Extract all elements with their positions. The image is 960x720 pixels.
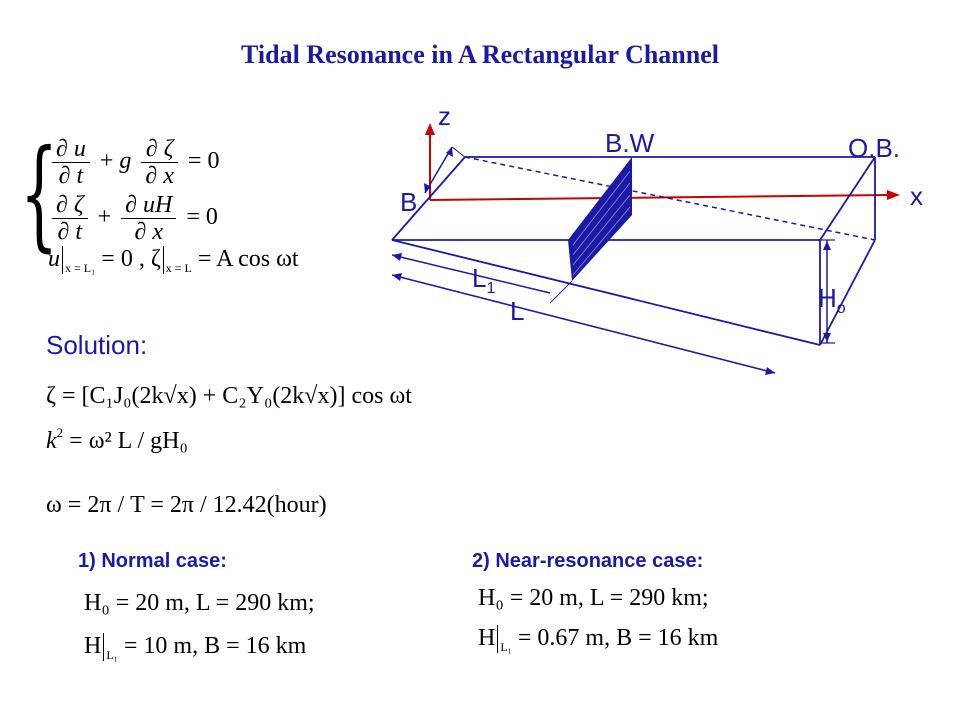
depth-arrowhead-bottom [823,333,831,342]
solution-label: Solution: [46,330,148,360]
open-boundary-label: O.B. [848,133,900,163]
page-title: Tidal Resonance in A Rectangular Channel [241,40,719,69]
width-dimension-arrowhead-start [424,183,431,193]
near-resonance-depth-length: H₀ = 20 m, L = 290 km; [478,585,709,611]
depth-label: Ho [818,283,846,317]
z-axis-arrowhead [425,123,435,135]
top-diagonal-dashed [464,156,876,241]
box-top-left-edge [391,156,466,241]
width-label: B [400,187,417,217]
continuity-equation: ∂ ζ∂ t + ∂ uH∂ x = 0 [48,192,218,245]
frequency-equation: ω = 2π / T = 2π / 12.42(hour) [46,492,327,518]
l1-dimension-arrowhead [392,253,402,261]
width-dimension-tick [451,146,466,158]
box-top-right-edge [819,156,876,241]
length-dimension-arrowhead-start [392,273,402,281]
length-dimension-arrowhead-end [765,367,775,375]
normal-case-depth-length: H₀ = 20 m, L = 290 km; [84,590,315,616]
depth-arrowhead-top [823,241,831,250]
breakwater-shape [568,157,632,281]
x-axis [429,194,891,201]
solution-elevation-equation: ζ = [C₁J₀(2k√x) + C₂Y₀(2k√x)] cos ωt [46,383,412,409]
near-resonance-case-label: 2) Near-resonance case: [472,550,704,572]
channel-diagram: z x B.W O.B. B L1 L Ho [391,101,923,375]
l1-dimension-line [391,254,551,294]
z-axis-label: z [438,101,451,131]
x-axis-arrowhead [887,190,900,200]
l1-label: L1 [472,263,495,297]
width-dimension-arrowhead-end [446,147,453,157]
breakwater-label: B.W [605,128,655,158]
l1-dimension-tick [549,280,573,304]
width-dimension-line [424,146,453,194]
normal-case-label: 1) Normal case: [78,550,227,572]
wavenumber-equation: k2 = ω² L / gH₀ [46,425,188,454]
box-bottom-edge [391,239,821,346]
length-label: L [510,296,524,326]
system-brace: { [20,125,59,264]
length-dimension-line [391,274,776,374]
x-axis-label: x [910,181,923,211]
box-right-bottom-edge [819,239,876,346]
breakwater-hatching [572,170,631,276]
momentum-equation: ∂ u∂ t + g ∂ ζ∂ x = 0 [48,136,219,189]
